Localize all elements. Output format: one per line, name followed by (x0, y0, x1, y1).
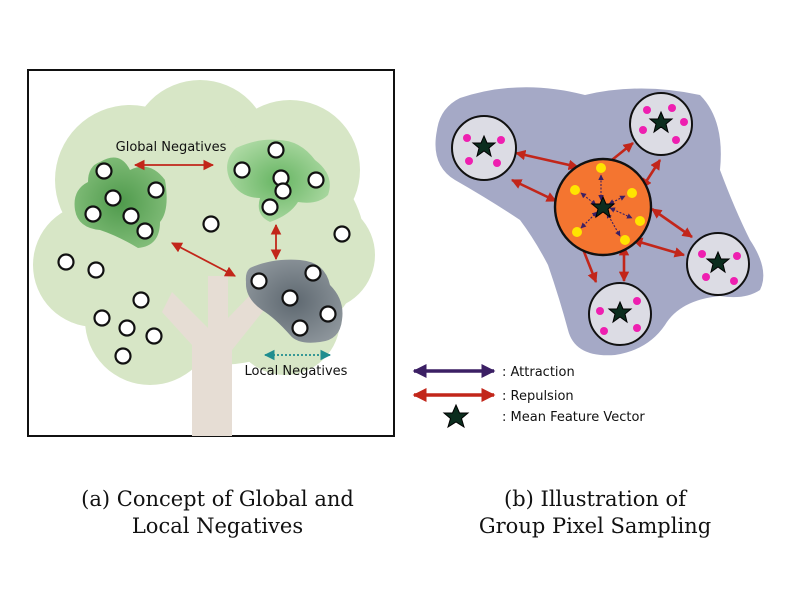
group-star-icon (607, 300, 633, 324)
legend: : Attraction : Repulsion : Mean Feature … (412, 364, 645, 429)
negative-group-top-right (629, 92, 693, 156)
feature-points-a (57, 141, 351, 365)
caption-panel-b: (b) Illustration of Group Pixel Sampling (410, 486, 780, 540)
global-negatives-label: Global Negatives (116, 140, 227, 155)
caption-a-line2: Local Negatives (131, 514, 304, 538)
caption-b-line2: Group Pixel Sampling (478, 514, 712, 538)
local-negatives-label: Local Negatives (245, 364, 348, 379)
caption-a-line1: (a) Concept of Global and (81, 487, 354, 511)
negative-group-right (686, 232, 750, 296)
tree-trunk (162, 276, 268, 436)
group-star-icon (648, 110, 674, 134)
negative-group-bottom (588, 282, 652, 346)
group-star-icon (471, 134, 497, 158)
anchor-mean-star-icon (590, 195, 616, 219)
anchor-pixel-points (570, 163, 645, 245)
legend-attraction-label: : Attraction (502, 365, 575, 380)
cluster-diagonal-repulsion-arrow (171, 242, 236, 277)
legend-mean-vector-label: : Mean Feature Vector (502, 410, 645, 425)
legend-repulsion-label: : Repulsion (502, 389, 574, 404)
caption-b-line1: (b) Illustration of (504, 487, 686, 511)
legend-mean-vector-star-icon (442, 403, 470, 429)
panel-b-group-sampling (435, 87, 764, 356)
caption-panel-a: (a) Concept of Global and Local Negative… (40, 486, 395, 540)
panel-a-tree-illustration: Global Negatives Local Negatives (27, 69, 395, 437)
negative-group-top-left (451, 115, 517, 181)
group-star-icon (705, 250, 731, 274)
